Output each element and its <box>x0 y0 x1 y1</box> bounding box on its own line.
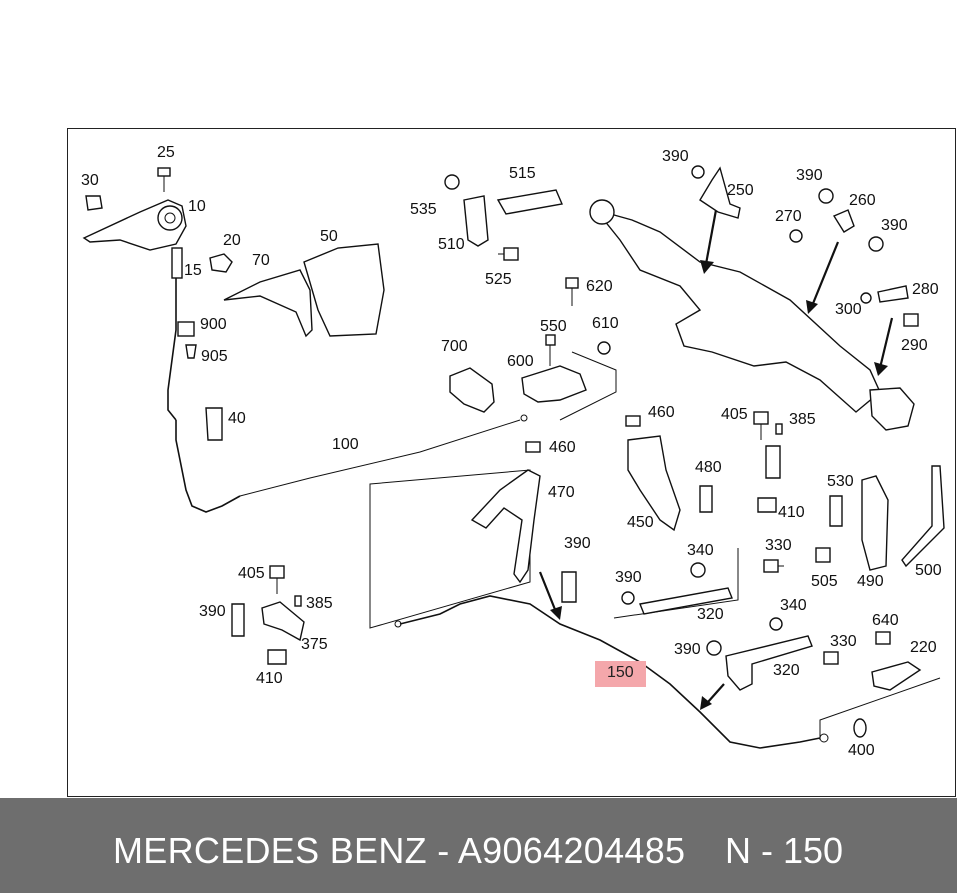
part-600 <box>521 365 587 403</box>
label-290: 290 <box>901 337 928 354</box>
part-900 <box>177 321 195 337</box>
label-300: 300 <box>835 301 862 318</box>
footer-position: N - 150 <box>725 830 844 871</box>
label-405-b: 405 <box>238 565 265 582</box>
part-450 <box>627 435 681 532</box>
callout-frame-470 <box>369 469 531 629</box>
label-390-f: 390 <box>199 603 226 620</box>
footer-brand-part-number: MERCEDES BENZ - A9064204485 <box>113 830 686 871</box>
label-640: 640 <box>872 612 899 629</box>
part-470 <box>470 469 541 584</box>
label-390-c: 390 <box>881 217 908 234</box>
label-390-b: 390 <box>796 167 823 184</box>
part-515 <box>496 189 563 215</box>
part-40 <box>205 407 223 441</box>
label-340-b: 340 <box>780 597 807 614</box>
label-385-b: 385 <box>306 595 333 612</box>
parts-diagram-frame <box>67 128 956 797</box>
label-320-a: 320 <box>697 606 724 623</box>
part-220 <box>871 661 922 691</box>
label-280: 280 <box>912 281 939 298</box>
part-500 <box>901 465 945 568</box>
label-375: 375 <box>301 636 328 653</box>
part-70 <box>223 269 313 338</box>
label-550: 550 <box>540 318 567 335</box>
label-405-a: 405 <box>721 406 748 423</box>
part-410a <box>757 497 777 513</box>
cable-150 <box>394 595 829 749</box>
parts-diagram <box>82 165 945 749</box>
part-320a <box>639 587 733 615</box>
label-620: 620 <box>586 278 613 295</box>
label-525: 525 <box>485 271 512 288</box>
label-410-a: 410 <box>778 504 805 521</box>
rear-axle <box>589 199 915 431</box>
label-50: 50 <box>320 228 338 245</box>
label-390-a: 390 <box>662 148 689 165</box>
part-700 <box>449 367 495 413</box>
brake-lever-assembly <box>82 167 233 279</box>
label-20: 20 <box>223 232 241 249</box>
label-340-a: 340 <box>687 542 714 559</box>
label-450: 450 <box>627 514 654 531</box>
label-510: 510 <box>438 236 465 253</box>
label-320-b: 320 <box>773 662 800 679</box>
label-500: 500 <box>915 562 942 579</box>
part-410b <box>267 649 287 665</box>
part-50 <box>303 243 385 337</box>
label-535: 535 <box>410 201 437 218</box>
part-510 <box>463 195 489 247</box>
label-250: 250 <box>727 182 754 199</box>
label-905: 905 <box>201 348 228 365</box>
label-600: 600 <box>507 353 534 370</box>
label-40: 40 <box>228 410 246 427</box>
label-490: 490 <box>857 573 884 590</box>
label-470: 470 <box>548 484 575 501</box>
label-400: 400 <box>848 742 875 759</box>
label-70: 70 <box>252 252 270 269</box>
label-900: 900 <box>200 316 227 333</box>
label-410-b: 410 <box>256 670 283 687</box>
part-320b <box>725 635 813 691</box>
label-390-d: 390 <box>564 535 591 552</box>
label-700: 700 <box>441 338 468 355</box>
label-390-e: 390 <box>615 569 642 586</box>
label-15: 15 <box>184 262 202 279</box>
label-480: 480 <box>695 459 722 476</box>
label-330-a: 330 <box>765 537 792 554</box>
label-220: 220 <box>910 639 937 656</box>
label-30: 30 <box>81 172 99 189</box>
footer-bar: MERCEDES BENZ - A9064204485 N - 150 <box>0 798 957 893</box>
label-270: 270 <box>775 208 802 225</box>
label-460-a: 460 <box>648 404 675 421</box>
label-100: 100 <box>332 436 359 453</box>
label-260: 260 <box>849 192 876 209</box>
part-375 <box>261 601 305 642</box>
label-330-b: 330 <box>830 633 857 650</box>
label-530: 530 <box>827 473 854 490</box>
part-490 <box>861 475 889 571</box>
label-385-a: 385 <box>789 411 816 428</box>
label-25: 25 <box>157 144 175 161</box>
label-610: 610 <box>592 315 619 332</box>
highlighted-part-150[interactable]: 150 <box>595 661 646 687</box>
label-515: 515 <box>509 165 536 182</box>
label-460-b: 460 <box>549 439 576 456</box>
label-390-g: 390 <box>674 641 701 658</box>
part-250 <box>699 166 741 219</box>
label-10: 10 <box>188 198 206 215</box>
label-505: 505 <box>811 573 838 590</box>
